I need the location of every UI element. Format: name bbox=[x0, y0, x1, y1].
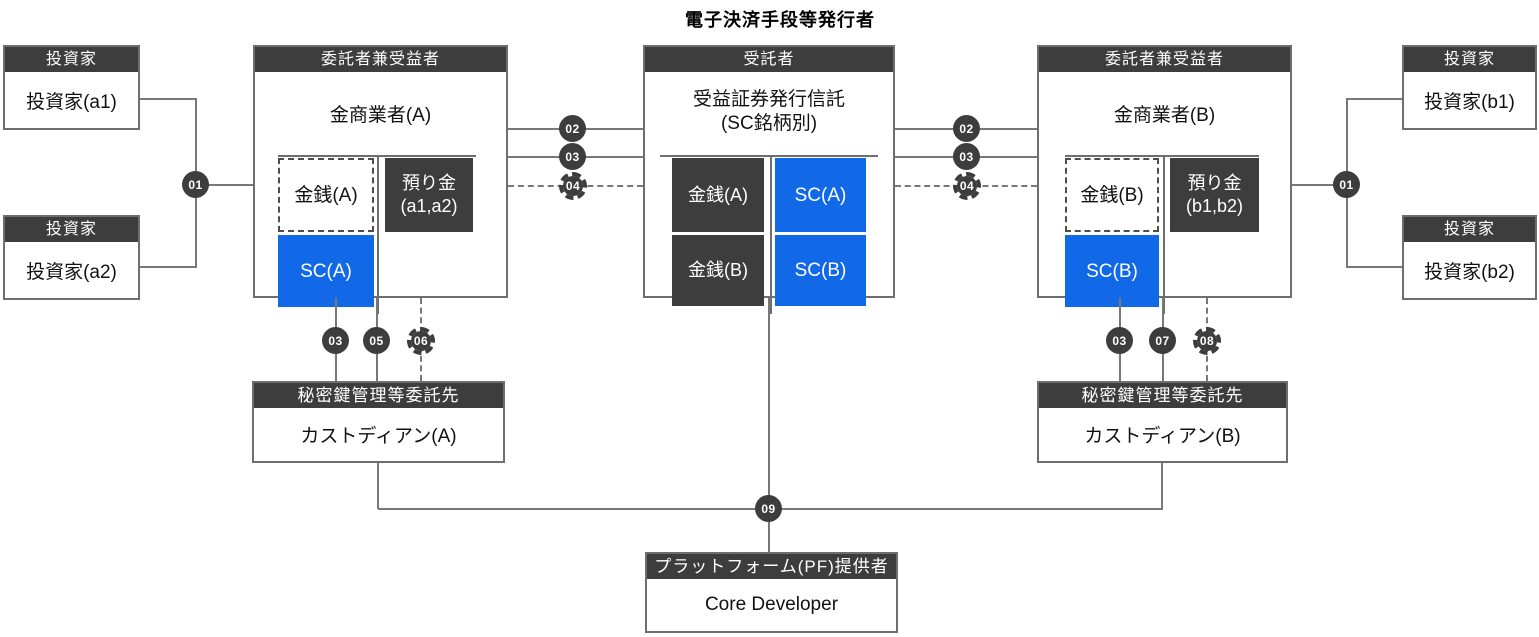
broker-b-top-rule bbox=[1065, 155, 1259, 157]
broker-a-header: 委託者兼受益者 bbox=[255, 47, 506, 72]
badge-04-right: 04 bbox=[953, 172, 981, 200]
custodian-b-name: カストディアン(B) bbox=[1084, 426, 1241, 447]
investor-b1-panel: 投資家 投資家(b1) bbox=[1402, 45, 1537, 130]
badge-03-under-b: 03 bbox=[1106, 327, 1133, 354]
trustee-top-rule bbox=[660, 155, 878, 157]
broker-b-deposit-cell: 預り金 (b1,b2) bbox=[1170, 158, 1259, 232]
badge-09: 09 bbox=[755, 495, 782, 522]
investor-b2-name: 投資家(b2) bbox=[1424, 261, 1515, 283]
broker-b-sc-cell: SC(B) bbox=[1065, 235, 1159, 307]
trustee-sc-b-cell: SC(B) bbox=[775, 235, 866, 306]
line-custodian-a-down bbox=[377, 463, 379, 509]
investor-a2-panel: 投資家 投資家(a2) bbox=[3, 215, 140, 300]
custodian-a-panel: 秘密鍵管理等委託先 カストディアン(A) bbox=[252, 381, 505, 463]
broker-b-inner: 金商業者(B) 金銭(B) 預り金 (b1,b2) SC(B) bbox=[1039, 72, 1290, 314]
broker-a-sc-cell: SC(A) bbox=[278, 235, 374, 307]
badge-02-left: 02 bbox=[559, 115, 586, 142]
badge-01-right: 01 bbox=[1333, 171, 1360, 198]
badge-05: 05 bbox=[363, 327, 390, 354]
trustee-cash-b-cell: 金銭(B) bbox=[672, 235, 764, 306]
investor-a2-name: 投資家(a2) bbox=[26, 261, 117, 283]
line-investor-a1 bbox=[140, 98, 197, 100]
broker-b-divider bbox=[1163, 155, 1165, 314]
custodian-b-panel: 秘密鍵管理等委託先 カストディアン(B) bbox=[1037, 381, 1288, 463]
platform-name: Core Developer bbox=[704, 594, 839, 615]
badge-07: 07 bbox=[1149, 327, 1176, 354]
line-09-to-platform bbox=[768, 509, 770, 552]
broker-a-inner: 金商業者(A) 金銭(A) 預り金 (a1,a2) SC(A) bbox=[255, 72, 506, 314]
line-custodian-b-down bbox=[1161, 463, 1163, 509]
broker-a-cash-cell: 金銭(A) bbox=[278, 158, 374, 232]
platform-header: プラットフォーム(PF)提供者 bbox=[647, 554, 896, 579]
trustee-inner: 受益証券発行信託 (SC銘柄別) 金銭(A) SC(A) 金銭(B) SC(B) bbox=[645, 72, 893, 314]
custodian-a-header: 秘密鍵管理等委託先 bbox=[254, 383, 503, 408]
broker-b-name: 金商業者(B) bbox=[1113, 105, 1216, 126]
investor-b2-header: 投資家 bbox=[1404, 217, 1535, 242]
diagram-title: 電子決済手段等発行者 bbox=[685, 10, 875, 30]
line-investor-b1 bbox=[1347, 98, 1402, 100]
trustee-sc-a-cell: SC(A) bbox=[775, 158, 866, 232]
trustee-divider bbox=[770, 155, 772, 314]
broker-a-divider bbox=[377, 155, 379, 314]
badge-01-left: 01 bbox=[182, 171, 209, 198]
trustee-panel: 受託者 受益証券発行信託 (SC銘柄別) 金銭(A) SC(A) 金銭(B) S… bbox=[643, 45, 895, 314]
broker-a-name: 金商業者(A) bbox=[329, 105, 432, 126]
line-trustee-down bbox=[768, 298, 770, 509]
badge-04-left: 04 bbox=[559, 172, 587, 200]
badge-03-under-a: 03 bbox=[322, 327, 349, 354]
investor-b1-name: 投資家(b1) bbox=[1424, 91, 1515, 113]
broker-b-panel: 委託者兼受益者 金商業者(B) 金銭(B) 預り金 (b1,b2) SC(B) bbox=[1037, 45, 1292, 314]
trustee-name-line1: 受益証券発行信託 bbox=[692, 89, 845, 110]
investor-a1-name: 投資家(a1) bbox=[26, 91, 117, 113]
badge-06: 06 bbox=[407, 327, 435, 355]
trustee-name-line2: (SC銘柄別) bbox=[720, 113, 818, 134]
badge-03-right: 03 bbox=[953, 143, 980, 170]
custodian-a-name: カストディアン(A) bbox=[300, 426, 457, 447]
badge-03-left: 03 bbox=[559, 143, 586, 170]
broker-a-panel: 委託者兼受益者 金商業者(A) 金銭(A) 預り金 (a1,a2) SC(A) bbox=[253, 45, 508, 314]
investor-b2-panel: 投資家 投資家(b2) bbox=[1402, 215, 1537, 300]
custodian-b-header: 秘密鍵管理等委託先 bbox=[1039, 383, 1286, 408]
broker-b-cash-cell: 金銭(B) bbox=[1065, 158, 1159, 232]
broker-b-header: 委託者兼受益者 bbox=[1039, 47, 1290, 72]
line-broker-b-to-01 bbox=[1292, 184, 1347, 186]
badge-02-right: 02 bbox=[953, 115, 980, 142]
investor-a1-header: 投資家 bbox=[5, 47, 138, 72]
trustee-header: 受託者 bbox=[645, 47, 893, 72]
platform-panel: プラットフォーム(PF)提供者 Core Developer bbox=[645, 552, 898, 633]
line-01-to-broker-a bbox=[196, 184, 253, 186]
line-investor-a2 bbox=[140, 266, 197, 268]
investor-b1-header: 投資家 bbox=[1404, 47, 1535, 72]
badge-08: 08 bbox=[1193, 327, 1221, 355]
line-investor-b2 bbox=[1347, 266, 1402, 268]
investor-a2-header: 投資家 bbox=[5, 217, 138, 242]
investor-a1-panel: 投資家 投資家(a1) bbox=[3, 45, 140, 130]
trustee-cash-a-cell: 金銭(A) bbox=[672, 158, 764, 232]
broker-a-deposit-cell: 預り金 (a1,a2) bbox=[385, 158, 473, 232]
